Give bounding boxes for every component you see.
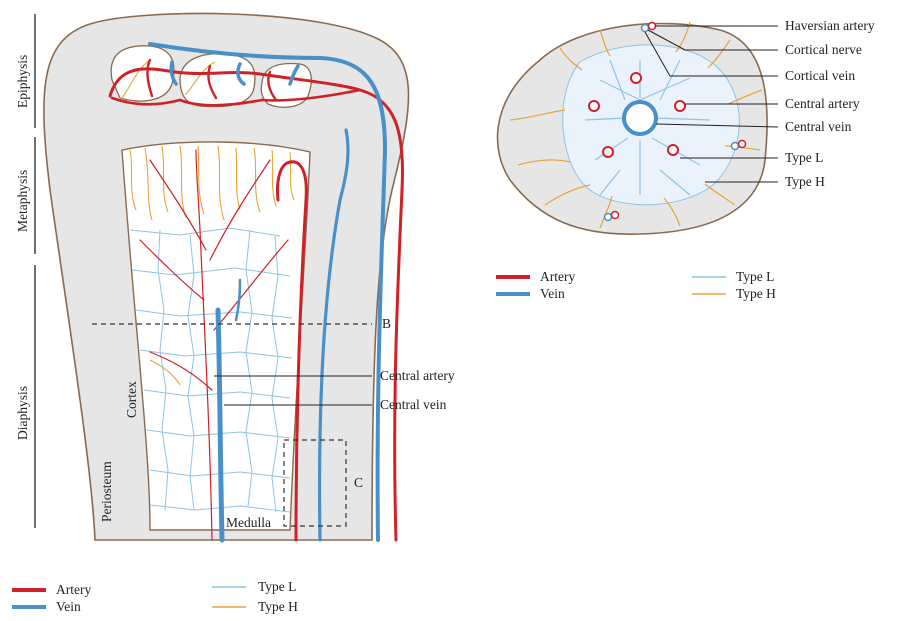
section-bars: Epiphysis Metaphysis Diaphysis <box>15 14 35 528</box>
legend-type-h-label: Type H <box>258 599 298 614</box>
cross-central-artery-label: Central artery <box>785 96 860 111</box>
cortical-nerve-label: Cortical nerve <box>785 42 862 57</box>
central-vein-label: Central vein <box>380 397 447 412</box>
legend-right-artery-label: Artery <box>540 269 575 284</box>
medulla-cavity <box>122 142 310 530</box>
legend-bottom: Artery Vein Type L Type H <box>12 579 298 614</box>
legend-right-vein-label: Vein <box>540 286 565 301</box>
periosteum-label: Periosteum <box>99 461 114 522</box>
legend-right: Artery Vein Type L Type H <box>496 269 776 301</box>
cut-label-b: B <box>382 316 391 331</box>
metaphysis-label: Metaphysis <box>15 170 30 232</box>
diaphysis-label: Diaphysis <box>15 386 30 440</box>
cross-central-vein-label: Central vein <box>785 119 852 134</box>
epiphysis-label: Epiphysis <box>15 55 30 108</box>
cortex-label: Cortex <box>124 381 139 418</box>
cross-section: Haversian artery Cortical nerve Cortical… <box>498 18 875 234</box>
longitudinal-section: B C Central artery Central vein Medulla … <box>44 13 455 540</box>
legend-vein-label: Vein <box>56 599 81 614</box>
haversian-artery-label: Haversian artery <box>785 18 875 33</box>
central-artery-label: Central artery <box>380 368 455 383</box>
box-label-c: C <box>354 475 363 490</box>
legend-right-type-l-label: Type L <box>736 269 774 284</box>
cortical-vein-label: Cortical vein <box>785 68 855 83</box>
legend-right-type-h-label: Type H <box>736 286 776 301</box>
cross-type-h-label: Type H <box>785 174 825 189</box>
cross-type-l-label: Type L <box>785 150 823 165</box>
cross-central-vein <box>624 102 656 134</box>
legend-artery-label: Artery <box>56 582 91 597</box>
medulla-label: Medulla <box>226 515 271 530</box>
legend-type-l-label: Type L <box>258 579 296 594</box>
